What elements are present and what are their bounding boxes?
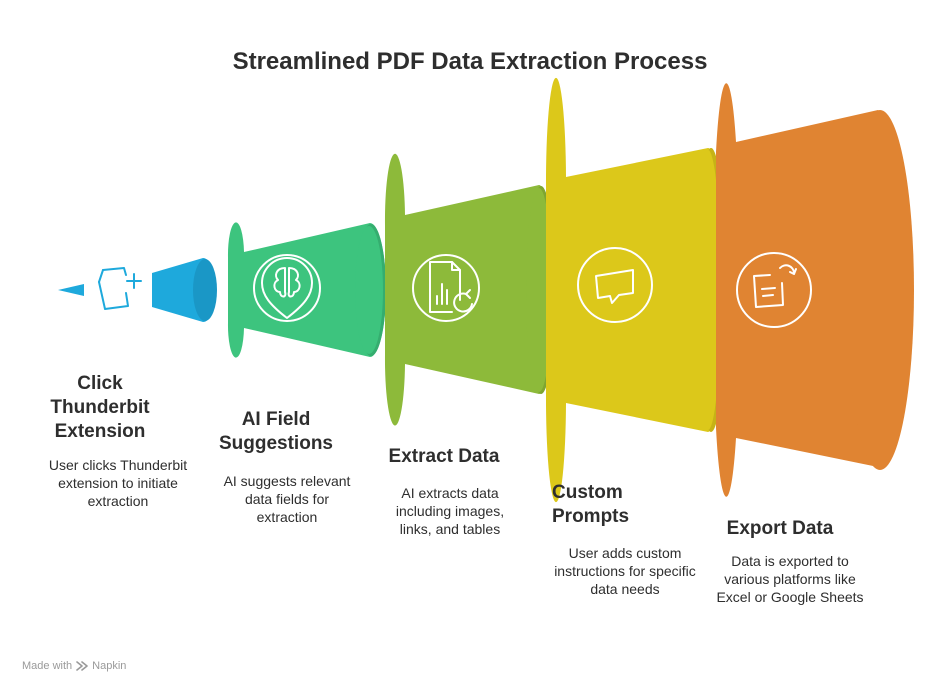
footer-brand: Napkin <box>92 660 127 672</box>
add-window-icon <box>98 267 142 310</box>
step-2-description: AI suggests relevant data fields for ext… <box>223 473 351 525</box>
step-4-description: User adds custom instructions for specif… <box>554 545 696 597</box>
icon-badge-chat <box>577 247 653 323</box>
funnel-segment-4 <box>545 77 726 503</box>
brain-icon <box>261 257 313 319</box>
step-2-title: AI Field Suggestions <box>218 409 333 454</box>
page-title: Streamlined PDF Data Extraction Process <box>232 48 708 75</box>
footer: Made with Napkin <box>22 660 126 672</box>
step-1-title: Click Thunderbit Extension <box>50 373 150 442</box>
step-5-title: Export Data <box>726 518 834 539</box>
icon-badge-chart <box>412 254 480 322</box>
funnel-segment-5 <box>716 83 914 497</box>
funnel-segment-1 <box>98 258 217 322</box>
step-4-title: Custom Prompts <box>552 482 630 527</box>
document-export-icon <box>753 264 797 308</box>
chat-bubble-icon <box>595 269 634 304</box>
icon-badge-brain <box>253 254 321 322</box>
footer-made-with: Made with <box>22 660 73 672</box>
step-5-description: Data is exported to various platforms li… <box>716 553 864 605</box>
step-3-title: Extract Data <box>388 446 500 467</box>
step-1-description: User clicks Thunderbit extension to init… <box>48 457 188 509</box>
chart-refresh-icon <box>429 261 473 313</box>
step-3-description: AI extracts data including images, links… <box>395 485 505 537</box>
funnel-segment-2 <box>227 222 386 358</box>
icon-badge-doc <box>736 252 812 328</box>
napkin-logo-icon <box>76 661 88 671</box>
funnel-tip <box>58 284 84 296</box>
